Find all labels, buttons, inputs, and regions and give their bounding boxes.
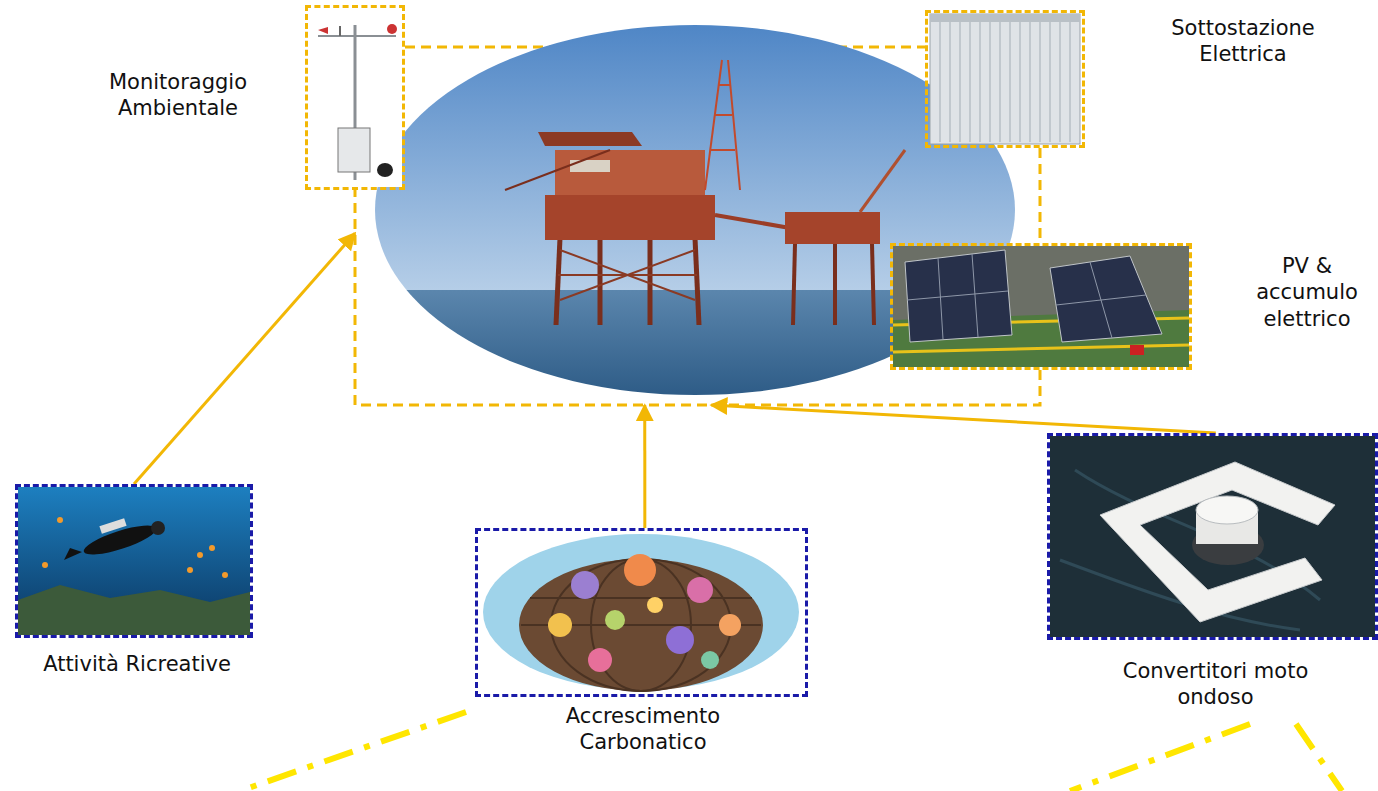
- substation-container: [930, 14, 1080, 144]
- arrow-connector: [134, 233, 355, 484]
- dash-dot-leaders: [240, 712, 1342, 791]
- diver-photo: [18, 487, 250, 635]
- node-label: PV & accumulo elettrico: [1243, 253, 1371, 332]
- image-box: Convertitori moto ondoso: [1047, 433, 1378, 640]
- arrow-connector: [643, 405, 646, 528]
- node-label: Sottostazione Elettrica: [1138, 15, 1348, 68]
- node-label: Convertitori moto ondoso: [1088, 658, 1343, 711]
- platform-group: Monitoraggio AmbientaleSottostazione Ele…: [355, 47, 1040, 405]
- wave-converter-photo: [1050, 436, 1375, 637]
- image-box: Sottostazione Elettrica: [925, 10, 1085, 148]
- monitoring-station: [308, 8, 402, 187]
- image-box: Attività Ricreative: [15, 484, 253, 638]
- pv-panels: [893, 246, 1189, 367]
- coral-photo: [483, 534, 799, 691]
- node-label: Attività Ricreative: [42, 651, 232, 677]
- image-box: Monitoraggio Ambientale: [305, 5, 405, 190]
- arrow-connector: [711, 405, 1216, 433]
- node-label: Monitoraggio Ambientale: [73, 69, 283, 122]
- image-box: PV & accumulo elettrico: [890, 243, 1192, 370]
- image-box: Accrescimento Carbonatico: [475, 528, 808, 697]
- node-label: Accrescimento Carbonatico: [528, 703, 758, 756]
